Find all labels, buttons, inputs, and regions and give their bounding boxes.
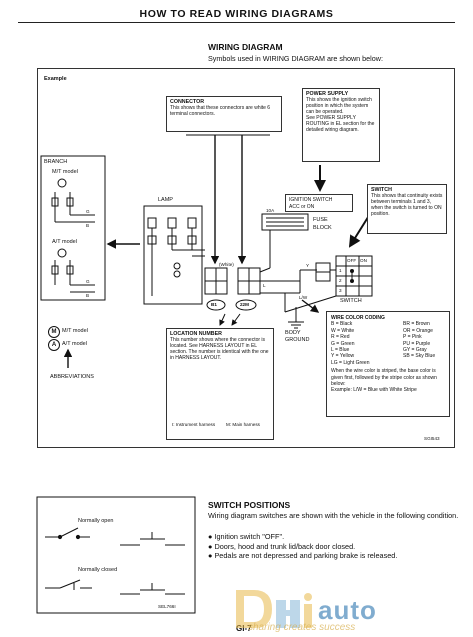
switch-positions-intro: Wiring diagram switches are shown with t… bbox=[208, 511, 459, 520]
body-ground-label-2: GROUND bbox=[285, 337, 310, 343]
wiring-diagram-subtitle: Symbols used in WIRING DIAGRAM are shown… bbox=[208, 54, 383, 63]
connector-id-22m: 22M bbox=[240, 302, 249, 307]
lamp-label: LAMP bbox=[158, 197, 173, 203]
wire-color-entry: L = Blue bbox=[331, 347, 350, 354]
wire-color-entry: BR = Brown bbox=[403, 321, 430, 328]
normally-open-label: Normally open bbox=[78, 518, 114, 524]
normally-closed-label: Normally closed bbox=[78, 567, 118, 573]
bullet-text: Pedals are not depressed and parking bra… bbox=[214, 551, 398, 560]
switch-table-row: 2 bbox=[339, 278, 342, 283]
page-title: HOW TO READ WIRING DIAGRAMS bbox=[139, 8, 334, 20]
wire-color-coding-box: WIRE COLOR CODING B = Black W = White R … bbox=[326, 311, 450, 417]
switch-positions-title: SWITCH POSITIONS bbox=[208, 500, 291, 510]
location-caption-instrument: I: Instrument harness bbox=[172, 422, 216, 427]
bullet-text: Ignition switch "OFF". bbox=[214, 532, 285, 541]
power-supply-line1: This shows the ignition switch position … bbox=[306, 97, 372, 115]
wire-color-example: Example: L/W = Blue with White Stripe bbox=[331, 387, 417, 394]
connector-callout: CONNECTOR This shows that these connecto… bbox=[166, 96, 282, 132]
mt-symbol: M bbox=[48, 326, 60, 338]
bullet-item: ● Pedals are not depressed and parking b… bbox=[208, 551, 398, 560]
fuse-block-sub: BLOCK bbox=[313, 225, 332, 231]
wire-color-title: WIRE COLOR CODING bbox=[331, 315, 385, 321]
wire-color-right-column: BR = Brown OR = Orange P = Pink PU = Pur… bbox=[403, 321, 435, 366]
power-supply-callout: POWER SUPPLY This shows the ignition swi… bbox=[302, 88, 380, 162]
wire-color-entry: PU = Purple bbox=[403, 340, 431, 347]
wire-color-entry: OR = Orange bbox=[403, 327, 433, 334]
switch-callout: SWITCH This shows that continuity exists… bbox=[367, 184, 447, 234]
location-number-title: LOCATION NUMBER bbox=[170, 331, 222, 337]
wire-color-entry: Y = Yellow bbox=[331, 353, 355, 360]
wire-color-entry: LG = Light Green bbox=[331, 359, 370, 366]
location-number-text: This number shows where the connector is… bbox=[170, 337, 269, 361]
connector-callout-text: This shows that these connectors are whi… bbox=[170, 105, 271, 117]
location-number-box: LOCATION NUMBER This number shows where … bbox=[166, 328, 274, 440]
power-supply-title: POWER SUPPLY bbox=[306, 91, 349, 97]
ignition-switch-title: IGNITION SWITCH bbox=[289, 197, 333, 203]
wire-letter-y: Y bbox=[306, 263, 310, 268]
branch-mt-model: M/T model bbox=[52, 169, 78, 175]
bullet-text: Doors, hood and trunk lid/back door clos… bbox=[214, 541, 356, 551]
abbrev-at: A/T model bbox=[62, 341, 87, 347]
wire-color-entry: R = Red bbox=[331, 334, 350, 341]
connector-color-label: (White) bbox=[219, 262, 234, 267]
fuse-value: 10A bbox=[266, 208, 275, 213]
watermark-tagline: sharing creates success bbox=[248, 622, 356, 633]
connector-callout-title: CONNECTOR bbox=[170, 99, 205, 105]
location-caption-main: M: Main harness bbox=[226, 422, 260, 427]
wire-color-entry: P = Pink bbox=[403, 334, 422, 341]
example-label: Example bbox=[44, 76, 67, 82]
switch-table-row: 3 bbox=[339, 288, 342, 293]
branch-at-wire-g: G bbox=[86, 279, 90, 284]
switch-callout-text: This shows that continuity exists betwee… bbox=[371, 193, 443, 217]
watermark-brand: auto bbox=[318, 595, 377, 625]
wire-letter-lw: L/W bbox=[299, 295, 308, 300]
switch-figure-code: SEL766I bbox=[158, 604, 176, 609]
connector-id-b1: B1 bbox=[211, 302, 217, 307]
wiring-figure-code: SGI543 bbox=[424, 436, 440, 441]
branch-mt-wire-g: G bbox=[86, 209, 90, 214]
at-symbol: A bbox=[48, 339, 60, 351]
wire-color-entry: W = White bbox=[331, 327, 355, 334]
wire-color-entry: GY = Gray bbox=[403, 347, 427, 354]
wiring-diagram-frame bbox=[37, 68, 455, 448]
switch-table-row: 1 bbox=[339, 268, 342, 273]
body-ground-label-1: BODY bbox=[285, 330, 301, 336]
switch-positions-bullets: ● Ignition switch "OFF". ● Doors, hood a… bbox=[208, 532, 463, 561]
wire-color-entry: SB = Sky Blue bbox=[403, 353, 436, 360]
power-supply-line2: See POWER SUPPLY ROUTING in EL section f… bbox=[306, 115, 375, 133]
abbreviations-label: ABBREVIATIONS bbox=[50, 374, 94, 380]
bullet-item: ● Ignition switch "OFF". bbox=[208, 532, 285, 541]
fuse-block-title: FUSE bbox=[313, 217, 328, 223]
branch-mt-wire-b: B bbox=[86, 223, 90, 228]
ignition-switch-sub: ACC or ON bbox=[289, 203, 315, 210]
switch-table-off: OFF bbox=[347, 258, 357, 263]
switch-table-on: ON bbox=[360, 258, 367, 263]
switch-label: SWITCH bbox=[340, 298, 362, 304]
wire-color-left-column: B = Black W = White R = Red G = Green L … bbox=[331, 321, 393, 366]
wire-letter-l: L bbox=[263, 283, 266, 288]
wire-color-entry: G = Green bbox=[331, 340, 355, 347]
wire-color-entry: B = Black bbox=[331, 321, 353, 328]
bullet-item: ● Doors, hood and trunk lid/back door cl… bbox=[208, 541, 356, 551]
wire-color-note: When the wire color is striped, the base… bbox=[331, 368, 437, 388]
branch-at-wire-b: B bbox=[86, 293, 90, 298]
page-number: GI-7 bbox=[236, 624, 252, 633]
branch-title: BRANCH bbox=[44, 159, 68, 165]
ignition-switch-label: IGNITION SWITCH ACC or ON bbox=[285, 194, 353, 212]
branch-at-model: A/T model bbox=[52, 239, 77, 245]
abbrev-mt: M/T model bbox=[62, 328, 88, 334]
wiring-diagram-title: WIRING DIAGRAM bbox=[208, 42, 283, 52]
switch-callout-title: SWITCH bbox=[371, 187, 392, 193]
header-rule bbox=[18, 22, 455, 23]
